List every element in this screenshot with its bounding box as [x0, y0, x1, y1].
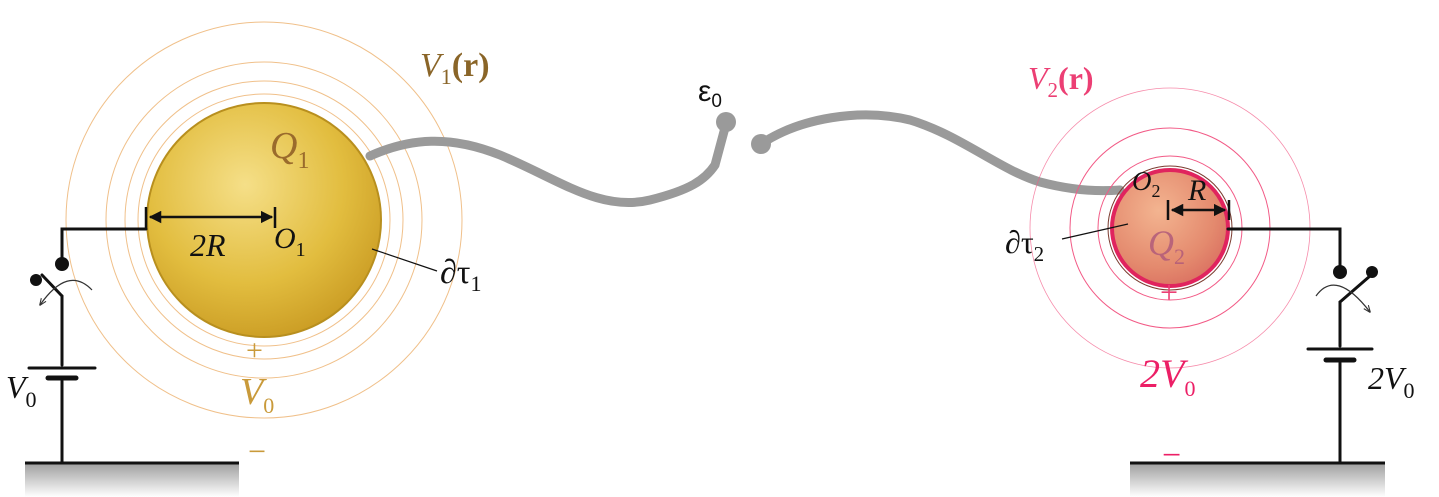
right-potential-label: V2(r)	[1028, 60, 1094, 102]
left-plus: +	[246, 334, 263, 367]
switch-terminal-left	[716, 112, 736, 132]
right-surface-label: ∂τ2	[1005, 224, 1044, 266]
left-center-label: O1	[274, 222, 306, 261]
left-ring-3	[105, 61, 423, 379]
left-switch-arrow	[40, 279, 93, 305]
left-battery-label: V0	[6, 369, 37, 412]
left-minus: −	[248, 433, 266, 469]
left-circuit	[27, 227, 148, 465]
right-minus: −	[1162, 437, 1181, 474]
left-ring-outer	[65, 21, 463, 419]
right-battery-label: 2V0	[1368, 360, 1415, 403]
left-switch-pivot	[30, 274, 42, 286]
right-switch-arrow	[1315, 284, 1370, 312]
right-center-label: O2	[1132, 166, 1161, 201]
right-switch-pivot	[1366, 266, 1378, 278]
right-circuit	[1226, 227, 1374, 465]
right-surface-leader	[1061, 223, 1129, 240]
left-ring-1	[137, 93, 391, 347]
right-sphere-potential: 2V0	[1140, 351, 1195, 401]
left-radius-label: 2R	[190, 227, 226, 263]
left-potential-label: V1(r)	[420, 47, 490, 89]
right-ground	[1130, 463, 1385, 497]
left-surface-leader	[371, 248, 438, 272]
epsilon-label: ε0	[698, 75, 722, 112]
left-ring-2	[124, 80, 404, 360]
right-charge-label: Q2	[1148, 223, 1185, 269]
left-wire	[365, 119, 731, 208]
left-sphere	[146, 102, 382, 338]
left-surface-label: ∂τ1	[440, 254, 481, 296]
right-wire	[756, 110, 1125, 196]
left-charge-label: Q1	[270, 125, 309, 174]
right-plus: +	[1160, 274, 1178, 310]
left-ground	[25, 463, 239, 497]
left-sphere-potential: V0	[240, 371, 274, 418]
right-switch-contact	[1333, 265, 1347, 279]
left-equipotential-rings	[65, 21, 463, 419]
left-switch-contact	[55, 257, 69, 271]
right-radius-label: R	[1187, 174, 1206, 207]
